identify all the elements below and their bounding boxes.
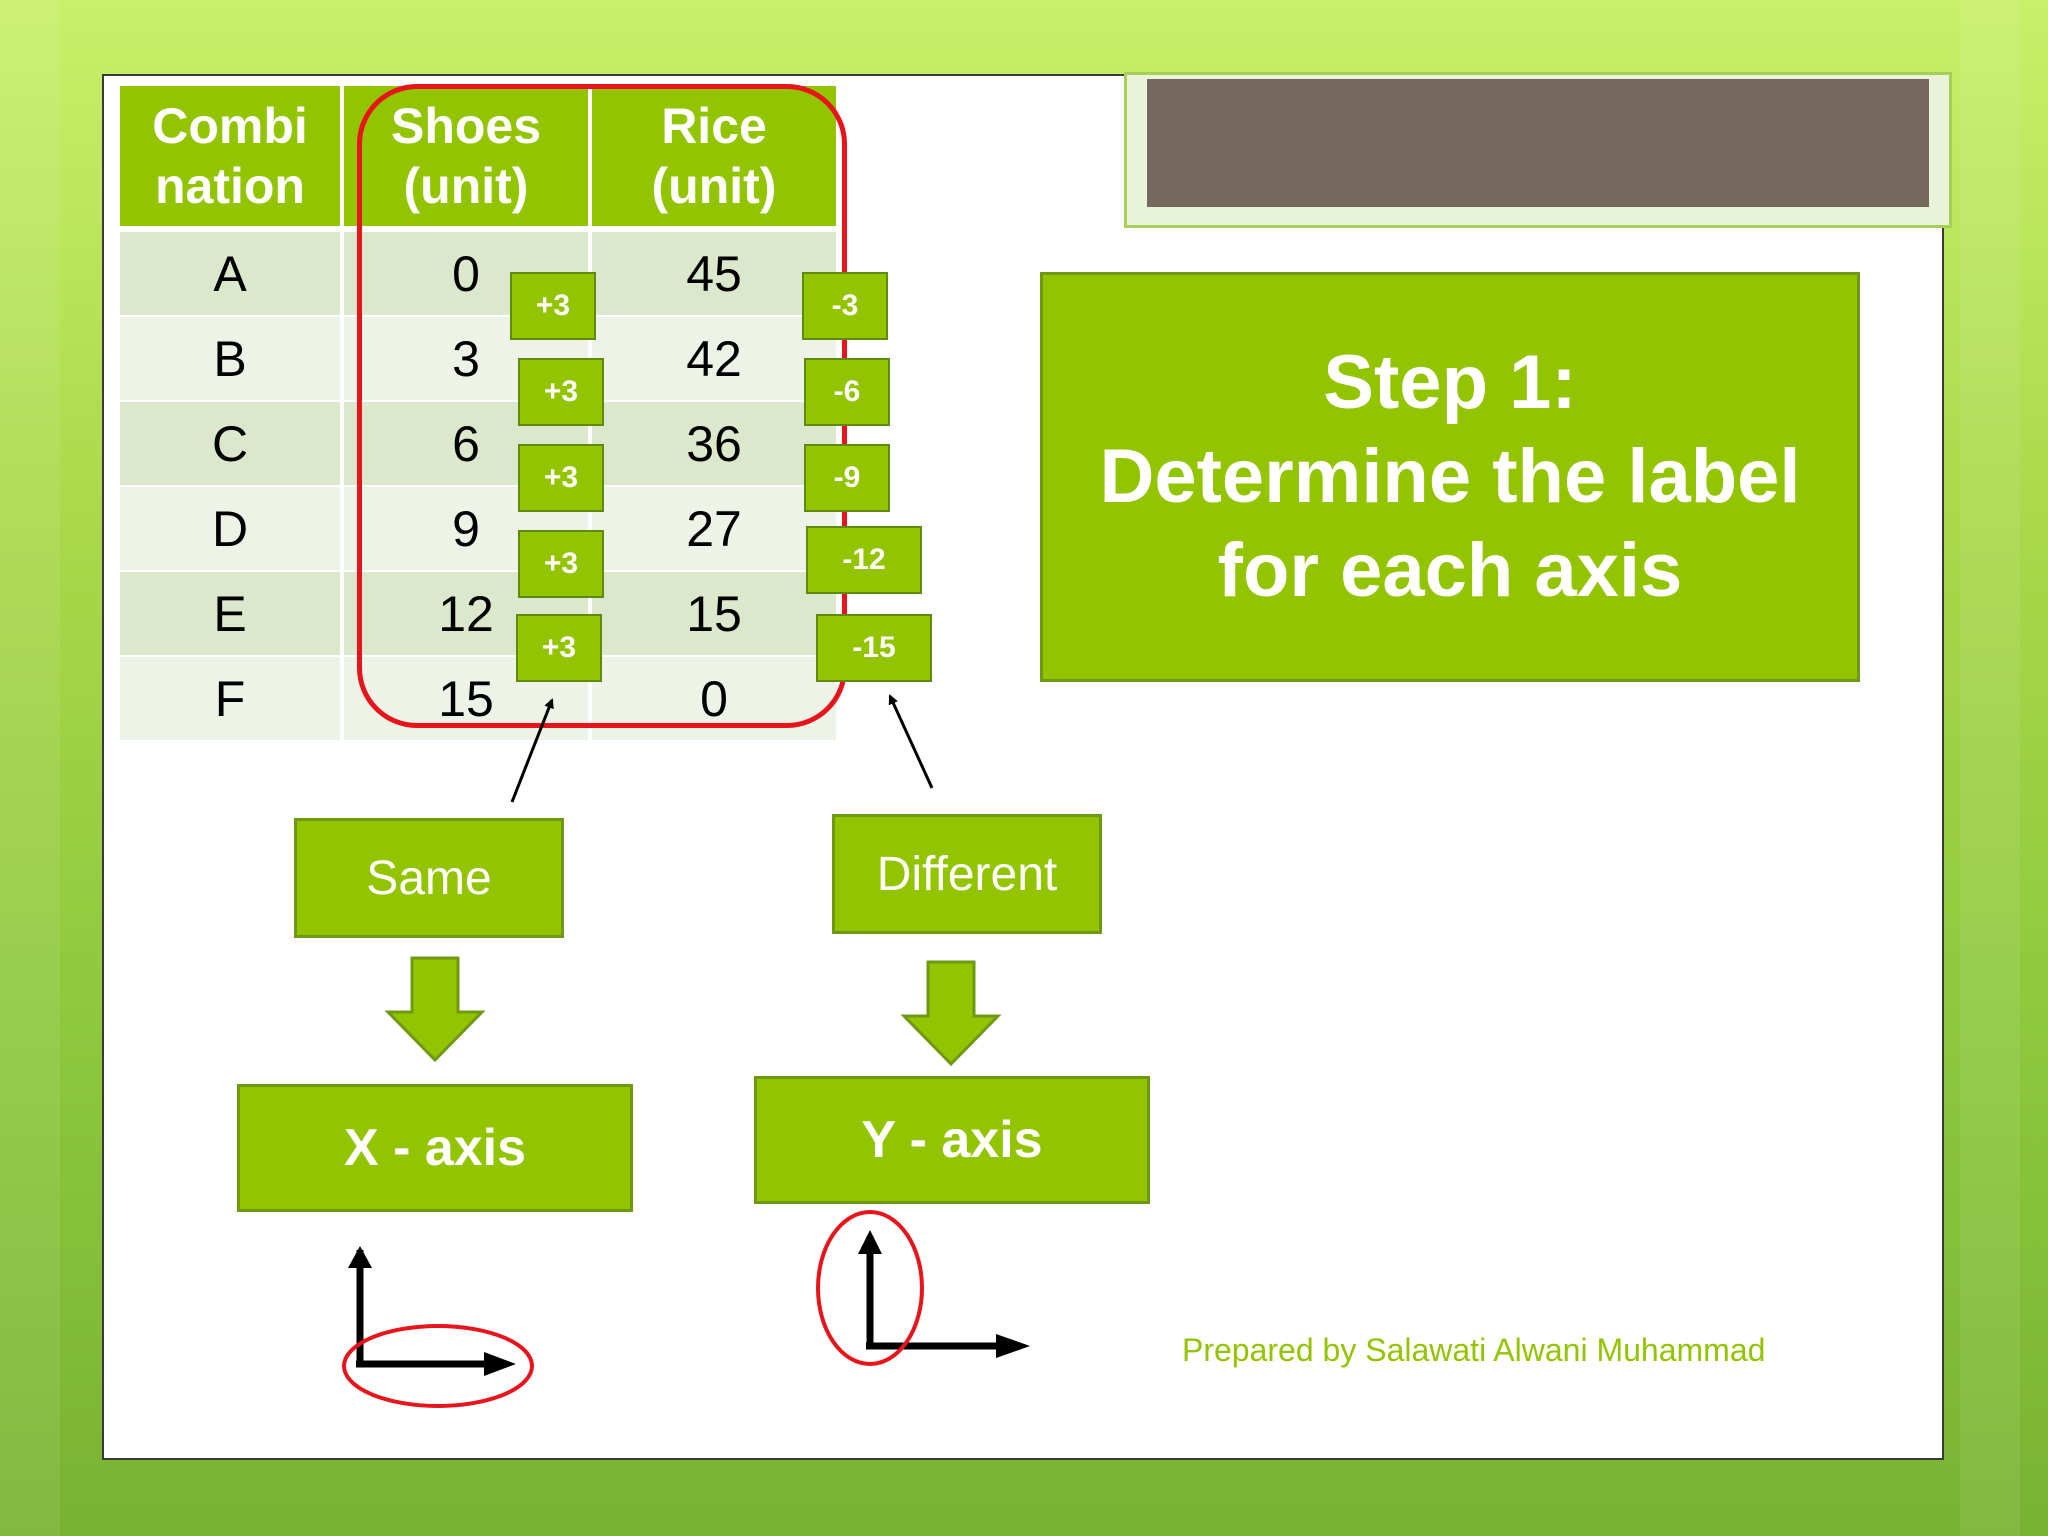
cell-combination: F — [120, 656, 344, 742]
step-text-line: for each axis — [1217, 528, 1683, 613]
title-placeholder — [1124, 72, 1952, 228]
cell-combination: D — [120, 486, 344, 572]
cell-combination: E — [120, 571, 344, 657]
cell-rice: 15 — [590, 571, 840, 657]
step-heading-box: Step 1: Determine the label for each axi… — [1040, 272, 1860, 682]
same-pointer-arrow — [510, 698, 554, 803]
shoes-change-badge: +3 — [510, 272, 596, 340]
x-axis-icon — [342, 1246, 534, 1408]
step-title: Step 1: — [1323, 340, 1577, 425]
cell-combination: B — [120, 316, 344, 402]
background-stripe — [1960, 0, 2020, 1536]
shoes-change-badge: +3 — [518, 358, 604, 426]
same-box: Same — [294, 818, 564, 938]
different-pointer-arrow — [888, 694, 934, 789]
background-stripe — [0, 0, 60, 1536]
rice-change-badge: -15 — [816, 614, 932, 682]
shoes-change-badge: +3 — [518, 530, 604, 598]
rice-change-badge: -6 — [804, 358, 890, 426]
cell-combination: A — [120, 229, 344, 317]
credit-text: Prepared by Salawati Alwani Muhammad — [1182, 1332, 1766, 1368]
shoes-change-badge: +3 — [518, 444, 604, 512]
y-axis-box: Y - axis — [754, 1076, 1150, 1204]
down-arrow-icon — [384, 956, 486, 1063]
cell-rice: 45 — [590, 229, 840, 317]
x-axis-box: X - axis — [237, 1084, 633, 1212]
header-combination: Combi nation — [120, 86, 344, 232]
cell-rice: 27 — [590, 486, 840, 572]
rice-change-badge: -12 — [806, 526, 922, 594]
title-bar — [1147, 79, 1929, 207]
cell-combination: C — [120, 401, 344, 487]
y-axis-icon — [816, 1210, 1030, 1366]
different-box: Different — [832, 814, 1102, 934]
step-text-line: Determine the label — [1099, 434, 1801, 519]
shoes-change-badge: +3 — [516, 614, 602, 682]
down-arrow-icon — [900, 960, 1002, 1067]
cell-rice: 36 — [590, 401, 840, 487]
rice-change-badge: -3 — [802, 272, 888, 340]
rice-change-badge: -9 — [804, 444, 890, 512]
cell-rice: 42 — [590, 316, 840, 402]
